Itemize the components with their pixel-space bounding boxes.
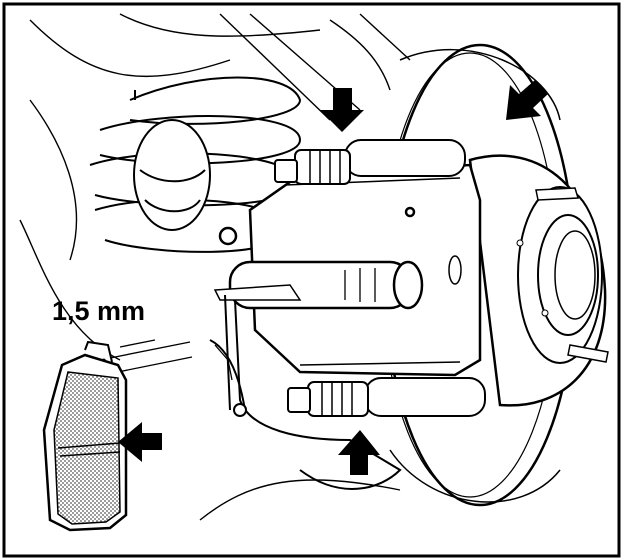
arrow-left-pad <box>118 422 162 462</box>
arrow-down-top <box>320 88 364 132</box>
upper-guide-pin <box>274 139 466 185</box>
arrow-up-bottom <box>338 430 380 475</box>
brake-caliper <box>213 163 482 377</box>
brake-pad <box>42 340 128 532</box>
wheel-hub <box>468 154 609 407</box>
arrow-disc-top-right <box>506 80 548 120</box>
caliper-bracket <box>209 294 402 490</box>
lower-guide-pin <box>287 377 486 417</box>
